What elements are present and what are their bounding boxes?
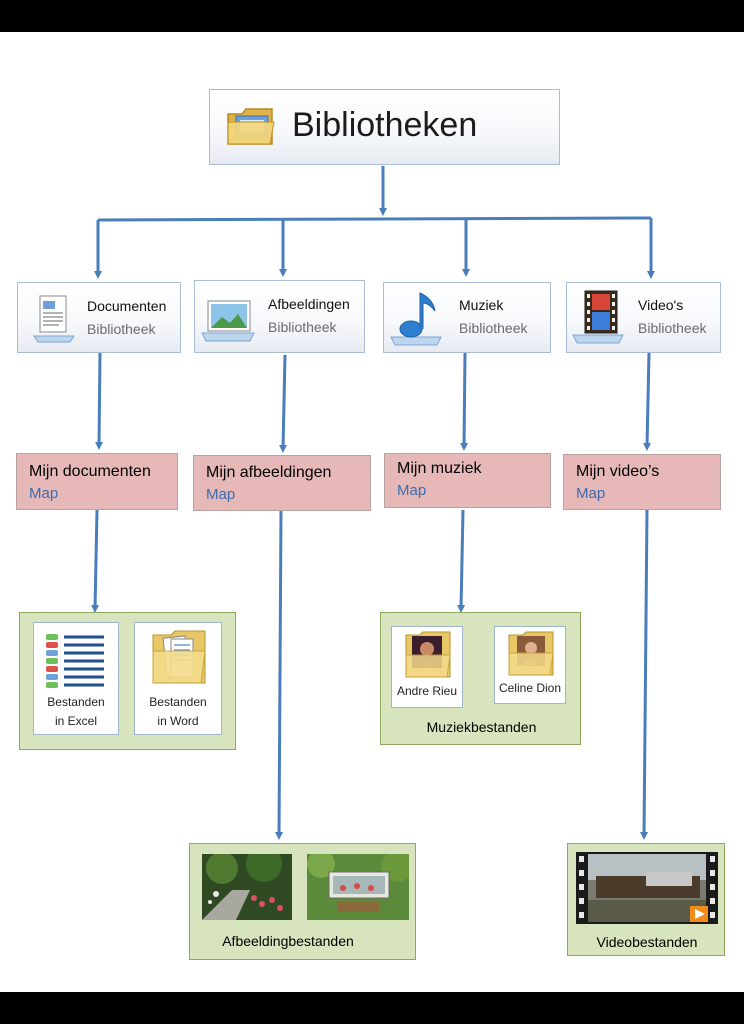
library-documenten[interactable]: Documenten Bibliotheek — [17, 282, 181, 353]
library-name: Documenten — [87, 298, 167, 314]
files-documents: Bestanden in Excel Bestanden in Word — [19, 612, 236, 750]
arrow-documenten-to-folder — [95, 352, 104, 450]
arrow-folder-to-doc-files — [91, 509, 100, 613]
arrow-folder-to-picture-files — [275, 509, 284, 840]
folder-name: Mijn documenten — [29, 463, 151, 480]
files-pictures: Afbeeldingbestanden — [189, 843, 416, 960]
word-files-card[interactable]: Bestanden in Word — [134, 622, 222, 735]
celine-dion-card[interactable]: Celine Dion — [494, 626, 566, 704]
library-muziek[interactable]: Muziek Bibliotheek — [383, 282, 551, 353]
excel-list-icon — [42, 631, 110, 691]
folder-name: Mijn afbeeldingen — [206, 464, 332, 481]
videos-library-icon — [571, 287, 629, 347]
folder-sub: Map — [29, 485, 59, 502]
pictures-library-icon — [200, 297, 258, 343]
library-sub: Bibliotheek — [87, 321, 156, 337]
files-caption: Videobestanden — [596, 934, 698, 950]
card-label-line1: Bestanden — [149, 695, 207, 709]
music-folder-icon — [404, 631, 452, 679]
word-folder-icon — [149, 629, 209, 687]
folder-sub: Map — [576, 485, 606, 502]
video-thumbnail[interactable] — [576, 852, 718, 924]
top-black-bar — [0, 0, 744, 32]
arrow-muziek-to-folder — [460, 352, 469, 451]
library-name: Muziek — [459, 297, 504, 313]
root-title: Bibliotheken — [292, 106, 478, 144]
excel-files-card[interactable]: Bestanden in Excel — [33, 622, 119, 735]
andre-rieu-card[interactable]: Andre Rieu — [391, 626, 463, 708]
folder-name: Mijn muziek — [397, 460, 482, 477]
music-folder-icon — [507, 631, 555, 677]
arrow-folder-to-music-files — [457, 509, 466, 613]
folder-sub: Map — [206, 486, 236, 503]
folder-sub: Map — [397, 482, 427, 499]
libraries-root-box[interactable]: Bibliotheken — [209, 89, 560, 165]
files-caption: Afbeeldingbestanden — [222, 933, 354, 949]
library-videos[interactable]: Video's Bibliotheek — [566, 282, 721, 353]
card-label: Andre Rieu — [396, 684, 458, 698]
music-library-icon — [389, 287, 449, 349]
arrow-folder-to-video-files — [640, 509, 649, 840]
files-music: Andre Rieu Celine Dion Muziekbestanden — [380, 612, 581, 745]
library-name: Video's — [638, 297, 684, 313]
bus-line — [97, 216, 652, 222]
libraries-folder-icon — [226, 104, 276, 148]
card-label: Celine Dion — [498, 681, 562, 695]
documents-library-icon — [30, 292, 78, 344]
folder-name: Mijn video’s — [576, 463, 660, 480]
files-videos: Videobestanden — [567, 843, 725, 956]
library-sub: Bibliotheek — [268, 319, 337, 335]
folder-mijn-videos[interactable]: Mijn video’s Map — [563, 454, 721, 510]
arrow-afbeeldingen-to-folder — [279, 354, 288, 453]
card-label-line1: Bestanden — [47, 695, 105, 709]
garden-photo-2[interactable] — [307, 854, 409, 920]
folder-mijn-muziek[interactable]: Mijn muziek Map — [384, 453, 551, 508]
card-label-line2: in Excel — [54, 714, 98, 728]
folder-mijn-documenten[interactable]: Mijn documenten Map — [16, 453, 178, 510]
arrow-videos-to-folder — [643, 352, 652, 451]
folder-mijn-afbeeldingen[interactable]: Mijn afbeeldingen Map — [193, 455, 371, 511]
library-sub: Bibliotheek — [638, 320, 707, 336]
library-sub: Bibliotheek — [459, 320, 528, 336]
card-label-line2: in Word — [157, 714, 199, 728]
garden-photo-1[interactable] — [202, 854, 292, 920]
library-name: Afbeeldingen — [268, 296, 350, 312]
bottom-black-bar — [0, 992, 744, 1024]
files-caption: Muziekbestanden — [426, 719, 537, 735]
library-afbeeldingen[interactable]: Afbeeldingen Bibliotheek — [194, 280, 365, 353]
